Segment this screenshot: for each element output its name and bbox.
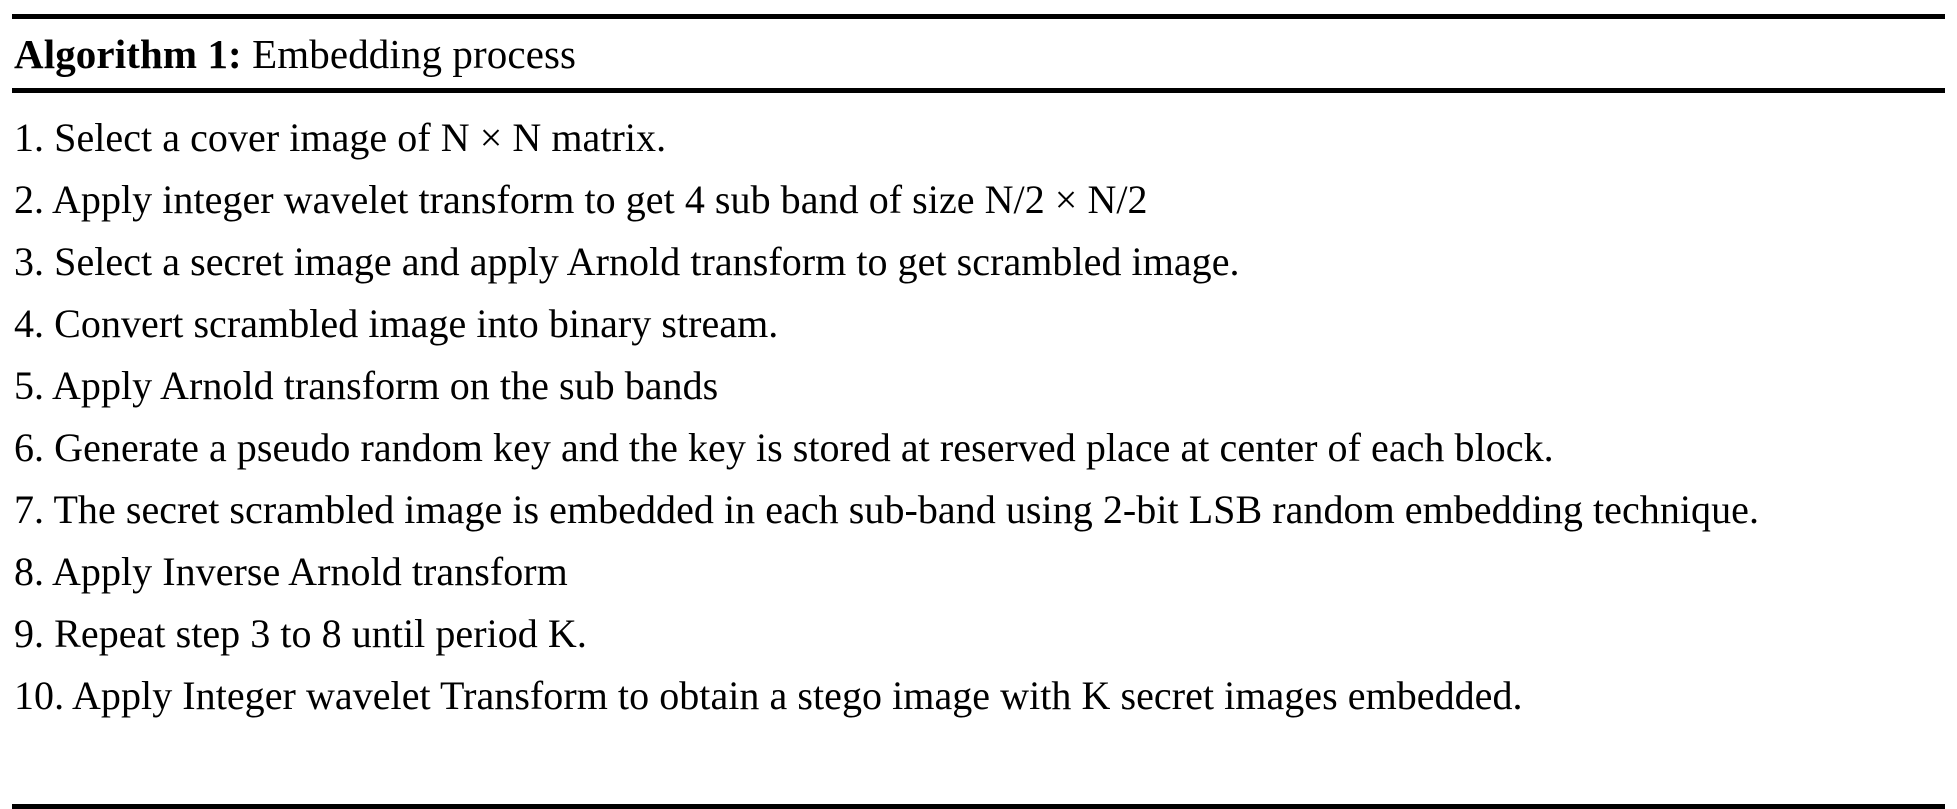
- algorithm-step: 3. Select a secret image and apply Arnol…: [14, 231, 1945, 293]
- step-number: 1.: [14, 115, 45, 160]
- step-text: Generate a pseudo random key and the key…: [54, 425, 1554, 470]
- step-text: Repeat step 3 to 8 until period K.: [54, 611, 587, 656]
- algorithm-step: 5. Apply Arnold transform on the sub ban…: [14, 355, 1945, 417]
- step-text: Apply integer wavelet transform to get 4…: [51, 177, 1148, 222]
- step-number: 8.: [14, 549, 45, 594]
- algorithm-step: 4. Convert scrambled image into binary s…: [14, 293, 1945, 355]
- algorithm-step: 10. Apply Integer wavelet Transform to o…: [14, 665, 1945, 727]
- step-text: Select a cover image of N × N matrix.: [54, 115, 667, 160]
- algorithm-step: 7. The secret scrambled image is embedde…: [14, 479, 1945, 541]
- algorithm-step: 6. Generate a pseudo random key and the …: [14, 417, 1945, 479]
- algorithm-step: 8. Apply Inverse Arnold transform: [14, 541, 1945, 603]
- step-text: Apply Arnold transform on the sub bands: [51, 363, 719, 408]
- rule-bottom: [12, 804, 1945, 809]
- rule-top: [12, 14, 1945, 19]
- algorithm-title: Embedding process: [241, 31, 577, 77]
- algorithm-step: 2. Apply integer wavelet transform to ge…: [14, 169, 1945, 231]
- step-number: 3.: [14, 239, 45, 284]
- step-text: Apply Integer wavelet Transform to obtai…: [72, 673, 1523, 718]
- step-number: 2.: [14, 177, 45, 222]
- algorithm-label: Algorithm 1:: [14, 31, 242, 77]
- algorithm-steps-list: 1. Select a cover image of N × N matrix.…: [12, 93, 1945, 796]
- algorithm-box: Algorithm 1: Embedding process 1. Select…: [12, 0, 1945, 809]
- step-number: 5.: [14, 363, 45, 408]
- algorithm-header: Algorithm 1: Embedding process: [12, 19, 1945, 82]
- step-number: 6.: [14, 425, 45, 470]
- step-number: 10.: [14, 673, 65, 718]
- rule-under-header: [12, 88, 1945, 93]
- step-number: 9.: [14, 611, 45, 656]
- algorithm-step: 9. Repeat step 3 to 8 until period K.: [14, 603, 1945, 665]
- step-number: 7.: [14, 487, 45, 532]
- algorithm-step: 1. Select a cover image of N × N matrix.: [14, 107, 1945, 169]
- step-text: Convert scrambled image into binary stre…: [54, 301, 779, 346]
- step-number: 4.: [14, 301, 45, 346]
- step-text: The secret scrambled image is embedded i…: [53, 487, 1760, 532]
- step-text: Apply Inverse Arnold transform: [51, 549, 568, 594]
- step-text: Select a secret image and apply Arnold t…: [54, 239, 1240, 284]
